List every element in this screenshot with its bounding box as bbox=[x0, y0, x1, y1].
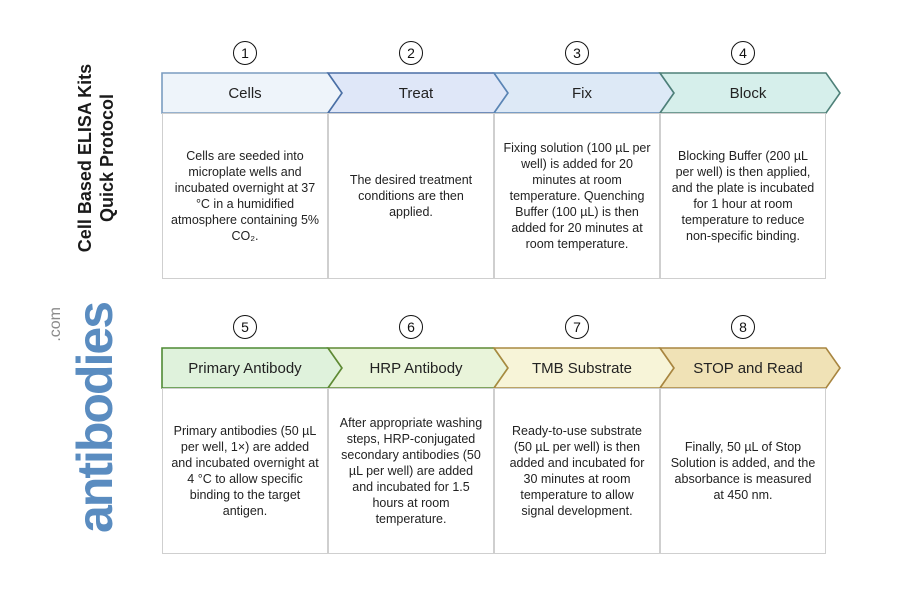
step-description: Finally, 50 µL of Stop Solution is added… bbox=[660, 388, 826, 554]
step-number: 5 bbox=[233, 315, 257, 339]
step-description: Primary antibodies (50 µL per well, 1×) … bbox=[162, 388, 328, 554]
step-description: Blocking Buffer (200 µL per well) is the… bbox=[660, 113, 826, 279]
step-label: Treat bbox=[399, 85, 434, 102]
step-number: 4 bbox=[731, 41, 755, 65]
step-number: 7 bbox=[565, 315, 589, 339]
step-label: HRP Antibody bbox=[369, 360, 463, 377]
step-description: Fixing solution (100 µL per well) is add… bbox=[494, 113, 660, 279]
step-label: Fix bbox=[572, 85, 592, 102]
step-header-arrow bbox=[658, 347, 841, 389]
step-label: TMB Substrate bbox=[532, 360, 632, 377]
step-number: 1 bbox=[233, 41, 257, 65]
step-number: 6 bbox=[399, 315, 423, 339]
step-number: 3 bbox=[565, 41, 589, 65]
step-label: Primary Antibody bbox=[188, 360, 302, 377]
step-description: The desired treatment conditions are the… bbox=[328, 113, 494, 279]
step-description: Ready-to-use substrate (50 µL per well) … bbox=[494, 388, 660, 554]
step-description: Cells are seeded into microplate wells a… bbox=[162, 113, 328, 279]
step-label: Block bbox=[730, 85, 767, 102]
step-label: STOP and Read bbox=[693, 360, 803, 377]
step-description: After appropriate washing steps, HRP-con… bbox=[328, 388, 494, 554]
step-header-arrow bbox=[658, 72, 841, 114]
step-number: 8 bbox=[731, 315, 755, 339]
step-label: Cells bbox=[228, 85, 261, 102]
step-number: 2 bbox=[399, 41, 423, 65]
